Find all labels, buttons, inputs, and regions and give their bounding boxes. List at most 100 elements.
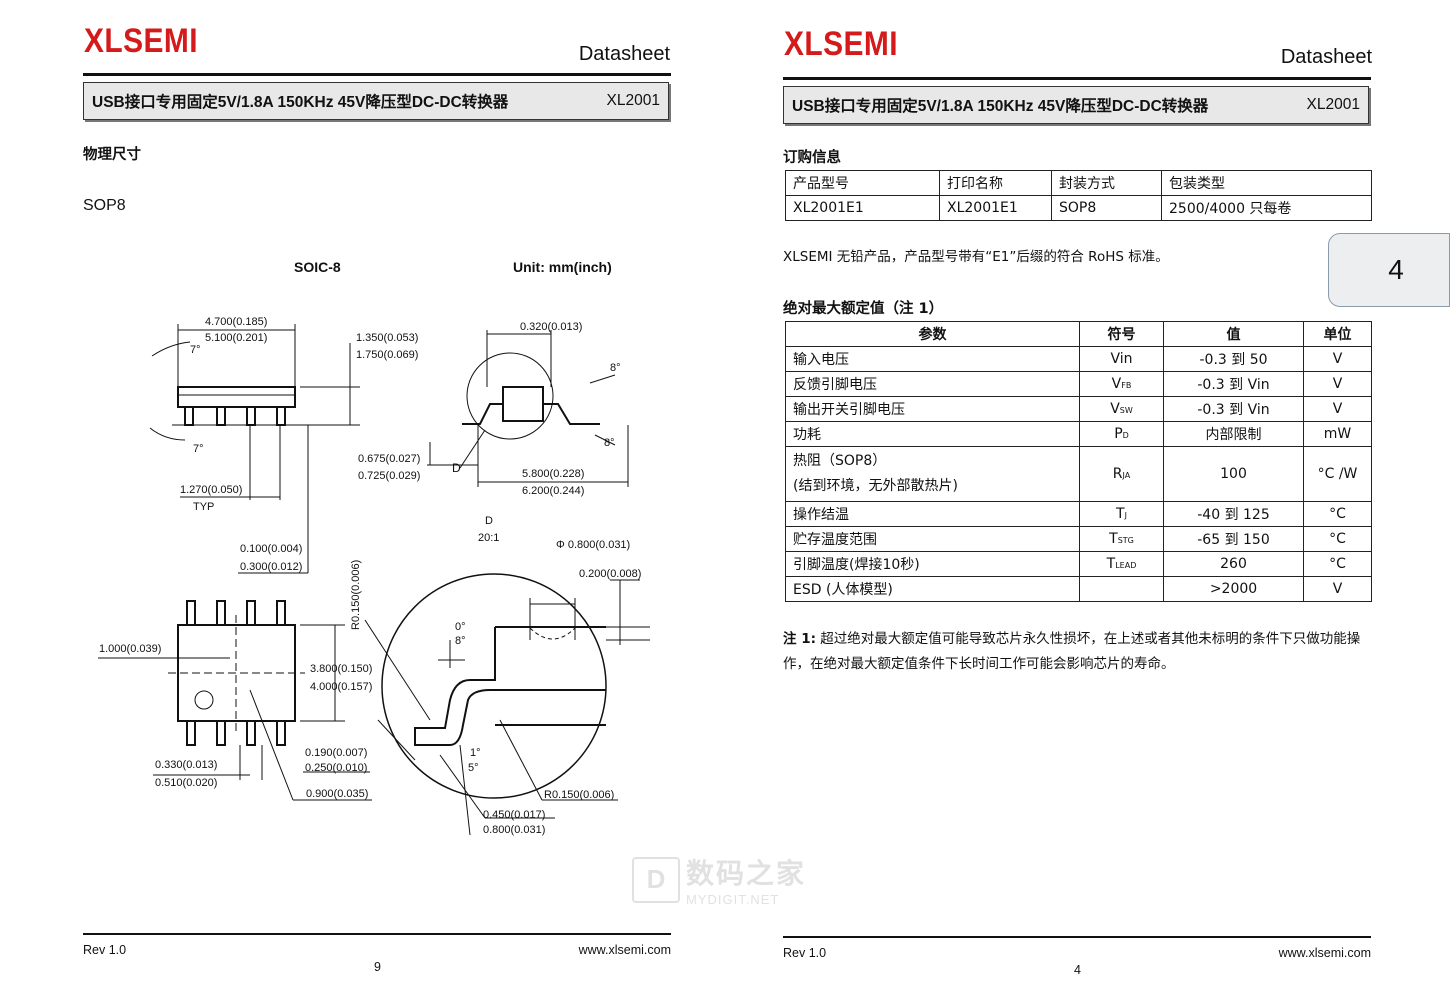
dim-lead-w: 0.320(0.013) <box>520 321 582 333</box>
unit-cell: °C <box>1303 501 1372 527</box>
dim-body-len-max: 5.100(0.201) <box>205 332 267 344</box>
symbol-cell: Vin <box>1079 346 1164 372</box>
unit-cell: V <box>1303 576 1372 602</box>
dim-foot-max: 0.300(0.012) <box>240 561 302 573</box>
header-rule <box>783 77 1371 80</box>
dim-body-len-min: 4.700(0.185) <box>205 316 267 328</box>
title-bar: USB接口专用固定5V/1.8A 150KHz 45V降压型DC-DC转换器 X… <box>83 82 669 120</box>
order-cell: 2500/4000 只每卷 <box>1161 195 1372 221</box>
note-text: 超过绝对最大额定值可能导致芯片永久性损坏，在上述或者其他未标明的条件下只做功能操 <box>820 631 1361 647</box>
symbol-cell: TLEAD <box>1079 551 1164 577</box>
drawing-name: SOIC-8 <box>294 259 341 275</box>
header-rule <box>83 73 671 76</box>
value-cell: 100 <box>1163 446 1304 502</box>
symbol-sub: JA <box>1122 471 1131 480</box>
order-cell: XL2001E1 <box>939 195 1052 221</box>
table-row: 贮存温度范围 TSTG -65 到 150 °C <box>785 526 1372 552</box>
table-row: XL2001E1 XL2001E1 SOP8 2500/4000 只每卷 <box>785 195 1372 221</box>
order-header-cell: 包装类型 <box>1161 170 1372 196</box>
end-view-body <box>502 386 544 422</box>
symbol-cell: TSTG <box>1079 526 1164 552</box>
dim-width-max: 4.000(0.157) <box>310 681 372 693</box>
watermark-cn: 数码之家 <box>686 857 807 890</box>
table-row: 输出开关引脚电压 VSW -0.3 到 Vin V <box>785 396 1372 422</box>
dim-angle-5: 5° <box>468 762 479 774</box>
dim-radius-bot: R0.150(0.006) <box>544 789 614 801</box>
detail-title: D <box>485 515 493 527</box>
param-cell: 贮存温度范围 <box>785 526 1080 552</box>
unit-cell: °C <box>1303 551 1372 577</box>
right-page: XLSEMI Datasheet USB接口专用固定5V/1.8A 150KHz… <box>728 0 1456 1000</box>
dim-len-min: 0.450(0.017) <box>483 809 545 821</box>
note-label: 注 1: <box>783 631 816 647</box>
rohs-note: XLSEMI 无铅产品，产品型号带有“E1”后缀的符合 RoHS 标准。 <box>783 249 1169 265</box>
dim-pitch: 1.270(0.050) <box>180 484 242 496</box>
package-drawing: SOIC-8 Unit: mm(inch) 4.700(0.185) 5.100… <box>98 259 650 836</box>
symbol-sub: SW <box>1119 406 1133 415</box>
symbol-cell: VFB <box>1079 371 1164 397</box>
value-cell: >2000 <box>1163 576 1304 602</box>
table-row: 操作结温 TJ -40 到 125 °C <box>785 501 1372 527</box>
dim-angle-1: 1° <box>470 747 481 759</box>
order-header-cell: 打印名称 <box>939 170 1052 196</box>
table-row: ESD (人体模型) >2000 V <box>785 576 1372 602</box>
dim-typ: TYP <box>193 501 214 513</box>
part-number: XL2001 <box>606 92 660 109</box>
table-row: 引脚温度(焊接10秒) TLEAD 260 °C <box>785 551 1372 577</box>
unit-cell: °C /W <box>1303 446 1372 502</box>
detail-view-circle <box>381 573 607 799</box>
value-cell: -0.3 到 50 <box>1163 346 1304 372</box>
table-row: 功耗 PD 内部限制 mW <box>785 421 1372 447</box>
dim-width-min: 3.800(0.150) <box>310 663 372 675</box>
watermark-en: MYDIGIT.NET <box>686 892 780 907</box>
left-page: XLSEMI Datasheet USB接口专用固定5V/1.8A 150KHz… <box>83 22 671 974</box>
dim-angle-0: 0° <box>455 621 466 633</box>
param-cell: 输出开关引脚电压 <box>785 396 1080 422</box>
dim-span-min: 5.800(0.228) <box>522 468 584 480</box>
dim-leadw-max: 0.510(0.020) <box>155 777 217 789</box>
footer-rev: Rev 1.0 <box>83 943 127 957</box>
value-cell: 260 <box>1163 551 1304 577</box>
symbol-cell: RJA <box>1079 446 1164 502</box>
unit-cell: V <box>1303 371 1372 397</box>
unit-cell: °C <box>1303 526 1372 552</box>
part-number: XL2001 <box>1306 96 1360 113</box>
dim-thick-max: 0.250(0.010) <box>305 762 367 774</box>
unit-cell: V <box>1303 396 1372 422</box>
abs-note: 注 1: 超过绝对最大额定值可能导致芯片永久性损坏，在上述或者其他未标明的条件下… <box>783 627 1383 677</box>
symbol-main: Vin <box>1110 351 1133 367</box>
doc-title: USB接口专用固定5V/1.8A 150KHz 45V降压型DC-DC转换器 <box>92 94 509 111</box>
side-view-leads <box>184 406 286 426</box>
xlsemi-logo: XLSEMI <box>84 22 199 60</box>
dim-radius-top: R0.150(0.006) <box>350 560 362 630</box>
side-view-body <box>177 386 296 408</box>
dim-standoff-max: 0.725(0.029) <box>358 470 420 482</box>
order-header-cell: 封装方式 <box>1051 170 1162 196</box>
dim-leadw-min: 0.330(0.013) <box>155 759 217 771</box>
param-cell: 功耗 <box>785 421 1080 447</box>
dim-pad: 0.900(0.035) <box>306 788 368 800</box>
symbol-main: T <box>1116 506 1125 522</box>
doc-title: USB接口专用固定5V/1.8A 150KHz 45V降压型DC-DC转换器 <box>792 98 1209 115</box>
value-cell: 内部限制 <box>1163 421 1304 447</box>
symbol-sub: J <box>1124 511 1127 520</box>
value-cell: -0.3 到 Vin <box>1163 371 1304 397</box>
param-cell: 引脚温度(焊接10秒) <box>785 551 1080 577</box>
symbol-sub: D <box>1122 431 1129 440</box>
symbol-main: V <box>1110 401 1120 417</box>
xlsemi-logo: XLSEMI <box>784 25 899 63</box>
note-line: 注 1: 超过绝对最大额定值可能导致芯片永久性损坏，在上述或者其他未标明的条件下… <box>783 627 1383 652</box>
doc-type: Datasheet <box>578 43 670 65</box>
param-cell: 操作结温 <box>785 501 1080 527</box>
dim-angle-8b: 8° <box>604 437 615 449</box>
watermark-text: 数码之家 MYDIGIT.NET <box>686 852 806 907</box>
detail-scale: 20:1 <box>478 532 499 544</box>
top-view-leads <box>186 600 286 746</box>
title-bar: USB接口专用固定5V/1.8A 150KHz 45V降压型DC-DC转换器 X… <box>783 86 1369 124</box>
dim-angle-8c: 8° <box>455 635 466 647</box>
dim-pin1-dia: Φ 0.800(0.031) <box>556 539 630 551</box>
symbol-main: T <box>1109 531 1118 547</box>
doc-type: Datasheet <box>1280 46 1372 68</box>
dim-angle-7b: 7° <box>193 443 204 455</box>
symbol-cell: VSW <box>1079 396 1164 422</box>
